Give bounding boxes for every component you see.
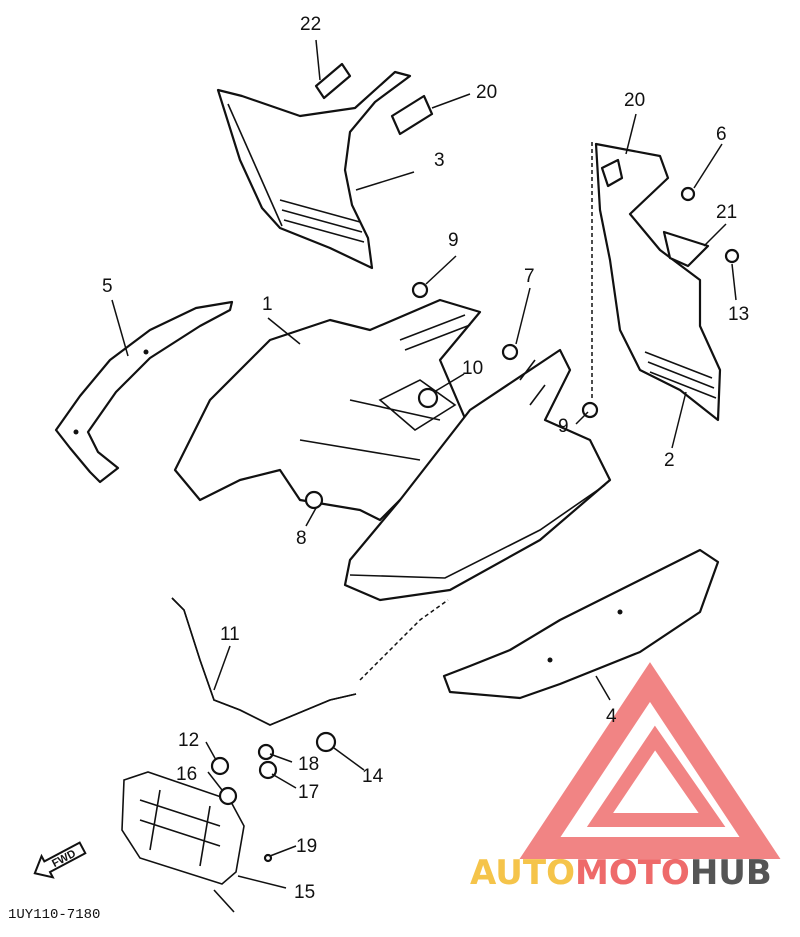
part-20-right-pad [600,158,624,188]
callout-9-upper: 9 [448,230,459,251]
callout-20-right: 20 [624,90,645,111]
callout-19: 19 [296,836,317,857]
part-22-decal [314,62,352,100]
watermark-moto: MOTO [575,853,690,893]
part-5-left-flap [54,300,234,484]
fwd-arrow: FWD [33,841,87,879]
callout-10: 10 [462,358,483,379]
callout-1: 1 [262,294,273,315]
part-20-pad [390,94,434,136]
callout-18: 18 [298,754,319,775]
fasteners [210,186,740,863]
callout-7: 7 [524,266,535,287]
callout-13: 13 [728,304,749,325]
callout-12: 12 [178,730,199,751]
callout-4: 4 [606,706,617,727]
svg-text:AUTOMOTOHUB: AUTOMOTOHUB [470,853,772,893]
callout-14: 14 [362,766,384,787]
callout-11: 11 [220,624,240,645]
part-4-right-flap [442,548,720,700]
diagram-code: 1UY110-7180 [8,907,100,923]
part-rear-fender-body [343,348,612,602]
callout-9-lower: 9 [558,416,569,437]
part-2-right-side-panel [594,142,722,422]
callout-17: 17 [298,782,319,803]
leader-lines [111,39,737,889]
watermark-logo [519,662,781,859]
callout-2: 2 [664,450,675,471]
callout-21: 21 [716,202,737,223]
fwd-label: FWD [50,848,78,870]
watermark-auto: AUTO [470,853,575,893]
callout-5: 5 [102,276,113,297]
callout-3: 3 [434,150,445,171]
callout-22: 22 [300,14,321,35]
part-21-decal [662,230,710,268]
part-11-bracket [171,597,357,726]
callout-8: 8 [296,528,307,549]
callout-6: 6 [716,124,727,145]
callout-20-upper: 20 [476,82,497,103]
watermark-hub: HUB [690,853,772,893]
callout-15: 15 [294,882,315,903]
part-3-left-side-panel [216,70,412,270]
callout-16: 16 [176,764,197,785]
part-15-guard [121,771,245,913]
callout-labels: 22 20 3 5 1 20 6 21 13 9 7 10 9 2 8 4 11… [102,14,749,903]
watermark-text: AUTOMOTOHUB [470,853,772,893]
